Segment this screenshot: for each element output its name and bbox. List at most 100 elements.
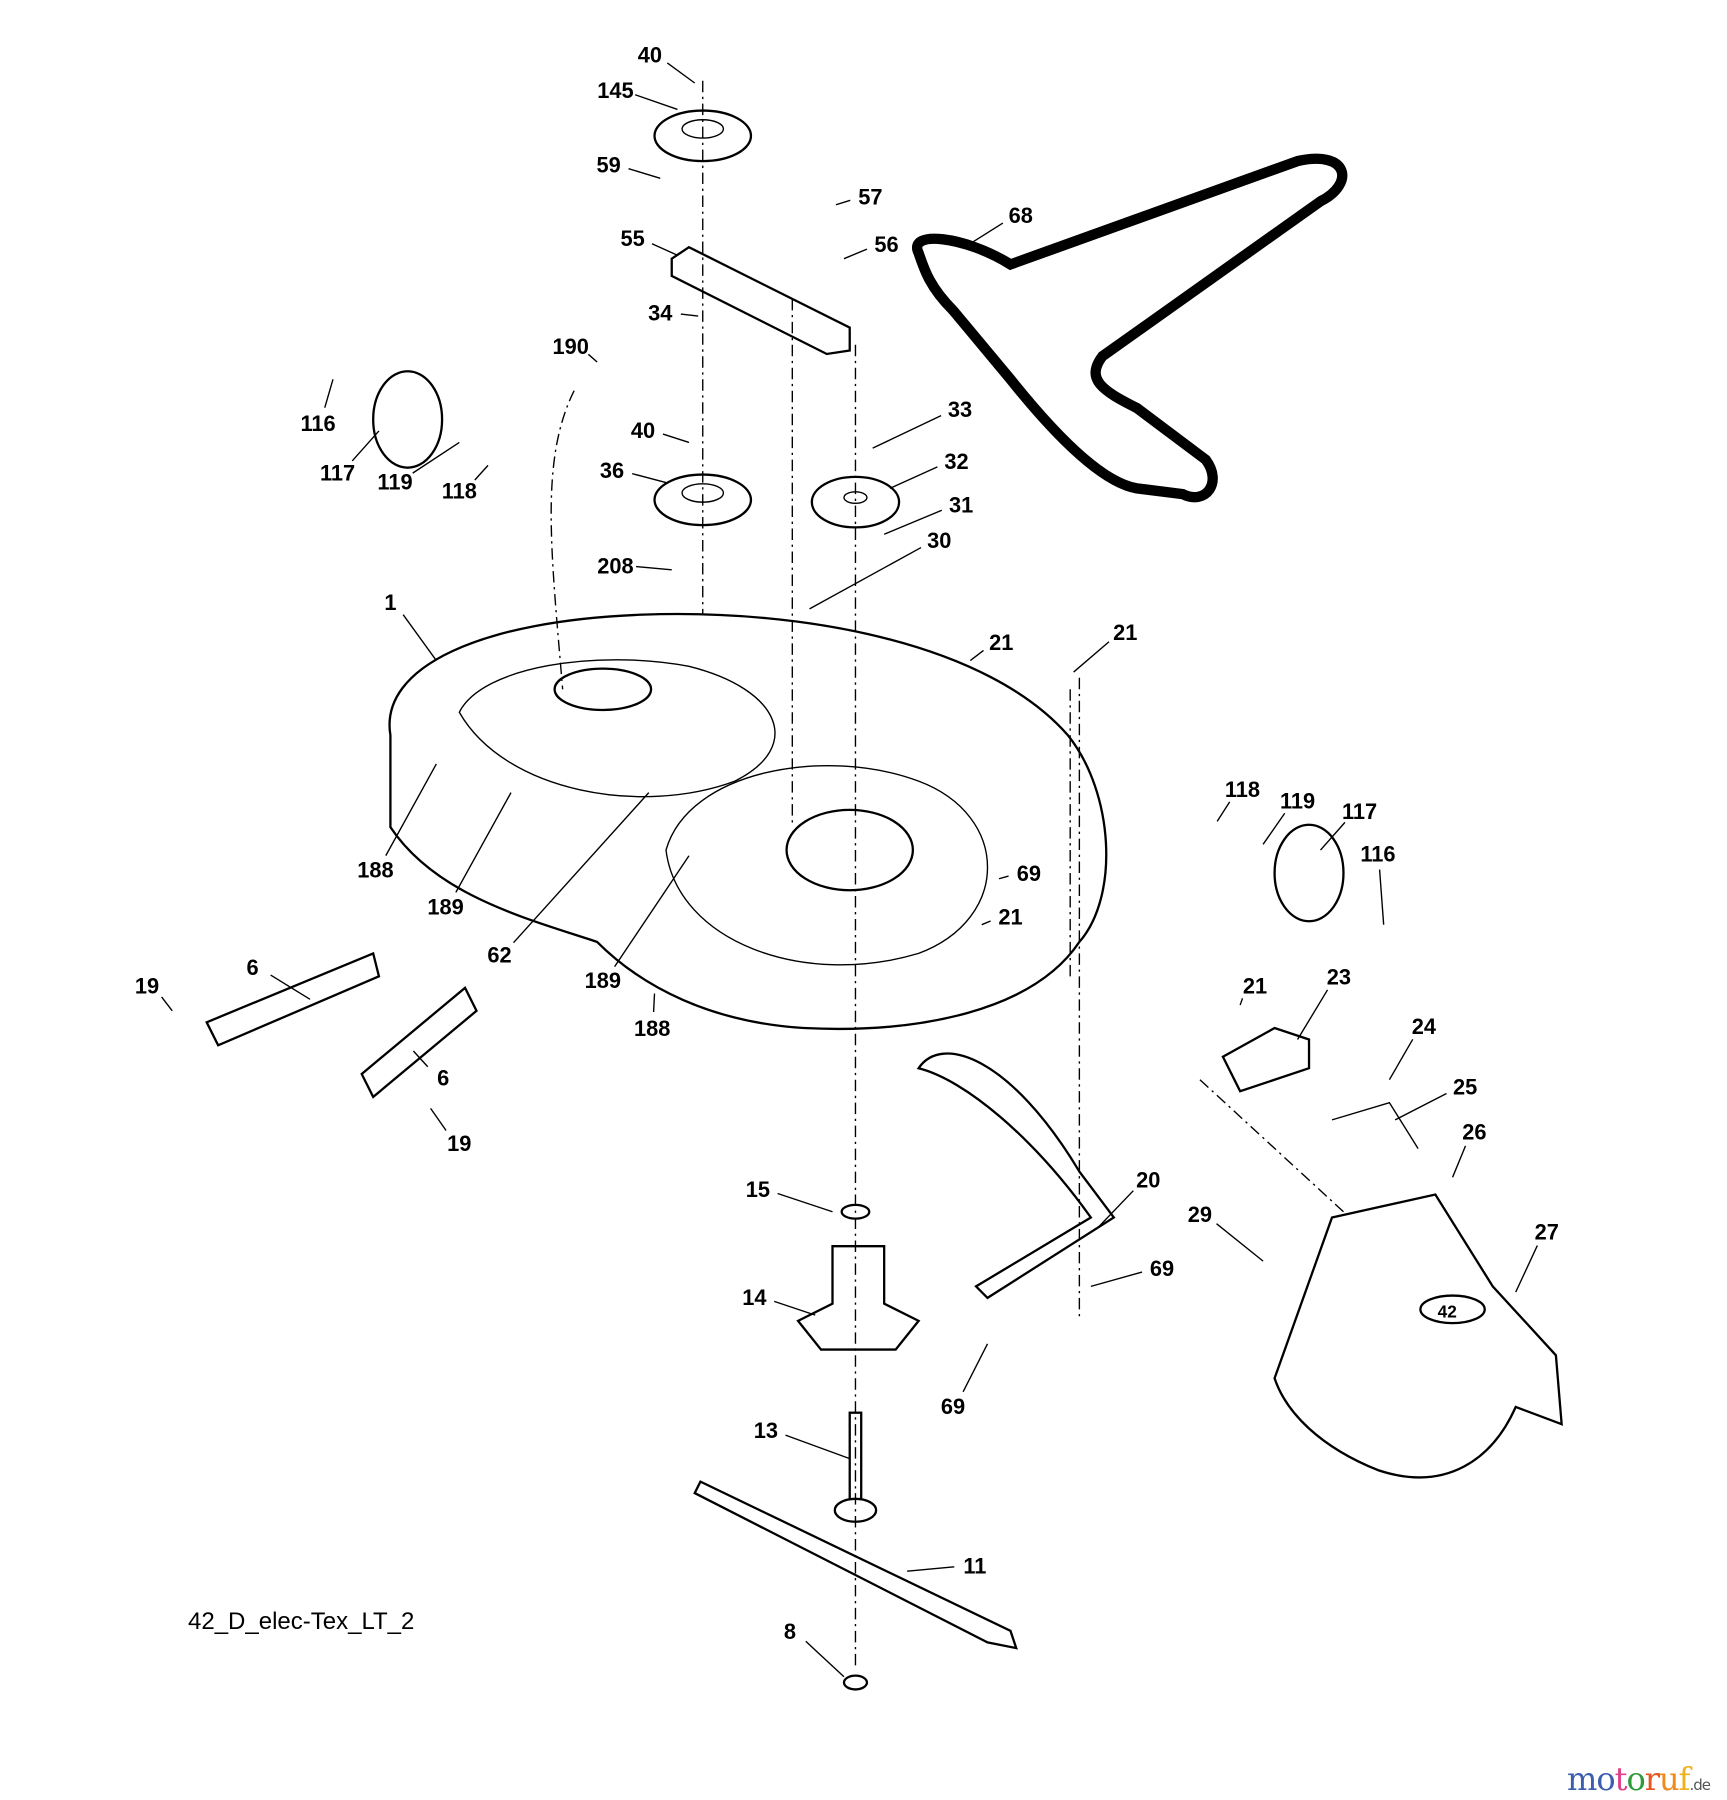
callout-21: 21 bbox=[1243, 974, 1267, 999]
callout-6: 6 bbox=[437, 1065, 449, 1090]
blade-baffle bbox=[916, 1052, 1116, 1300]
leader-line bbox=[270, 974, 311, 1000]
callout-8: 8 bbox=[784, 1619, 796, 1644]
callout-68: 68 bbox=[1009, 203, 1033, 228]
leader-line bbox=[161, 996, 173, 1012]
leader-line bbox=[474, 464, 489, 481]
callout-69: 69 bbox=[1017, 861, 1041, 886]
callout-118: 118 bbox=[1225, 777, 1260, 802]
leader-line bbox=[680, 313, 699, 317]
callout-11: 11 bbox=[963, 1553, 986, 1578]
callout-118: 118 bbox=[442, 479, 477, 504]
callout-34: 34 bbox=[648, 301, 672, 326]
callout-30: 30 bbox=[927, 528, 951, 553]
leader-line bbox=[385, 763, 437, 856]
leader-line bbox=[998, 875, 1009, 880]
leader-line bbox=[651, 243, 678, 256]
leader-line bbox=[1216, 1223, 1264, 1262]
callout-15: 15 bbox=[746, 1177, 770, 1202]
callout-188: 188 bbox=[634, 1016, 670, 1041]
leader-line bbox=[964, 222, 1004, 248]
callout-27: 27 bbox=[1535, 1219, 1559, 1244]
leader-line bbox=[843, 248, 868, 260]
leader-line bbox=[1515, 1245, 1538, 1293]
leader-line bbox=[835, 199, 851, 206]
leader-line bbox=[889, 466, 938, 489]
leader-line bbox=[1216, 801, 1231, 822]
leader-line bbox=[614, 855, 690, 967]
motoruf-watermark-logo: motoruf.de bbox=[1567, 1760, 1711, 1798]
callout-117: 117 bbox=[1342, 799, 1377, 824]
callout-6: 6 bbox=[247, 955, 259, 980]
deck-hanger-left bbox=[205, 951, 381, 1047]
callout-33: 33 bbox=[948, 397, 972, 422]
leader-line bbox=[773, 1300, 816, 1316]
callout-20: 20 bbox=[1136, 1168, 1160, 1193]
leader-line bbox=[1388, 1038, 1414, 1081]
leader-line bbox=[512, 792, 650, 944]
callout-13: 13 bbox=[754, 1418, 778, 1443]
leader-line bbox=[412, 441, 460, 474]
callout-145: 145 bbox=[597, 78, 633, 103]
callout-40: 40 bbox=[631, 418, 655, 443]
leader-line bbox=[969, 649, 984, 662]
leader-line bbox=[872, 415, 942, 449]
callout-119: 119 bbox=[1280, 789, 1315, 814]
leader-line bbox=[1090, 1271, 1143, 1288]
leader-line bbox=[777, 1192, 833, 1213]
callout-21: 21 bbox=[989, 630, 1013, 655]
leader-line bbox=[1394, 1092, 1447, 1121]
callout-208: 208 bbox=[597, 553, 633, 578]
callout-55: 55 bbox=[621, 226, 645, 251]
callout-14: 14 bbox=[742, 1285, 766, 1310]
callout-57: 57 bbox=[858, 185, 882, 210]
leader-line bbox=[324, 379, 334, 408]
callout-69: 69 bbox=[941, 1394, 965, 1419]
leader-line bbox=[587, 353, 598, 363]
leader-line bbox=[1319, 821, 1346, 851]
gauge-wheel-right bbox=[1273, 823, 1345, 923]
spring bbox=[1331, 1101, 1419, 1149]
leader-line bbox=[809, 546, 922, 610]
leader-line bbox=[628, 168, 661, 179]
leader-line bbox=[1073, 641, 1110, 673]
discharge-chute bbox=[1273, 1193, 1563, 1479]
leader-line bbox=[636, 565, 672, 571]
callout-21: 21 bbox=[1113, 620, 1137, 645]
spindle-housing bbox=[796, 1245, 921, 1351]
drive-belt bbox=[912, 153, 1348, 503]
callout-36: 36 bbox=[600, 458, 624, 483]
callout-69: 69 bbox=[1150, 1256, 1174, 1281]
callout-25: 25 bbox=[1453, 1075, 1477, 1100]
callout-119: 119 bbox=[377, 469, 412, 494]
callout-31: 31 bbox=[949, 492, 973, 517]
callout-116: 116 bbox=[300, 411, 335, 436]
callout-189: 189 bbox=[427, 894, 463, 919]
chute-badge: 42 bbox=[1419, 1294, 1486, 1325]
leader-line bbox=[962, 1343, 989, 1393]
callout-29: 29 bbox=[1188, 1202, 1212, 1227]
callout-19: 19 bbox=[135, 974, 159, 999]
leader-line bbox=[402, 614, 437, 661]
leader-line bbox=[785, 1434, 850, 1460]
gauge-wheel-left bbox=[372, 370, 444, 469]
leader-line bbox=[883, 509, 943, 535]
leader-line bbox=[634, 94, 678, 111]
leader-line bbox=[662, 433, 690, 444]
leader-line bbox=[455, 792, 512, 893]
callout-59: 59 bbox=[596, 153, 620, 178]
callout-19: 19 bbox=[447, 1131, 471, 1156]
callout-56: 56 bbox=[874, 232, 898, 257]
callout-117: 117 bbox=[320, 460, 355, 485]
leader-line bbox=[1378, 869, 1385, 925]
callout-26: 26 bbox=[1462, 1119, 1486, 1144]
callout-116: 116 bbox=[1360, 842, 1395, 867]
leader-line bbox=[805, 1640, 845, 1678]
callout-40: 40 bbox=[638, 42, 662, 67]
svg-text:42: 42 bbox=[1438, 1301, 1457, 1321]
leader-line bbox=[430, 1108, 447, 1131]
callout-21: 21 bbox=[998, 905, 1022, 930]
leader-line bbox=[907, 1566, 955, 1572]
leader-line bbox=[412, 1050, 429, 1068]
leader-line bbox=[1262, 812, 1286, 845]
